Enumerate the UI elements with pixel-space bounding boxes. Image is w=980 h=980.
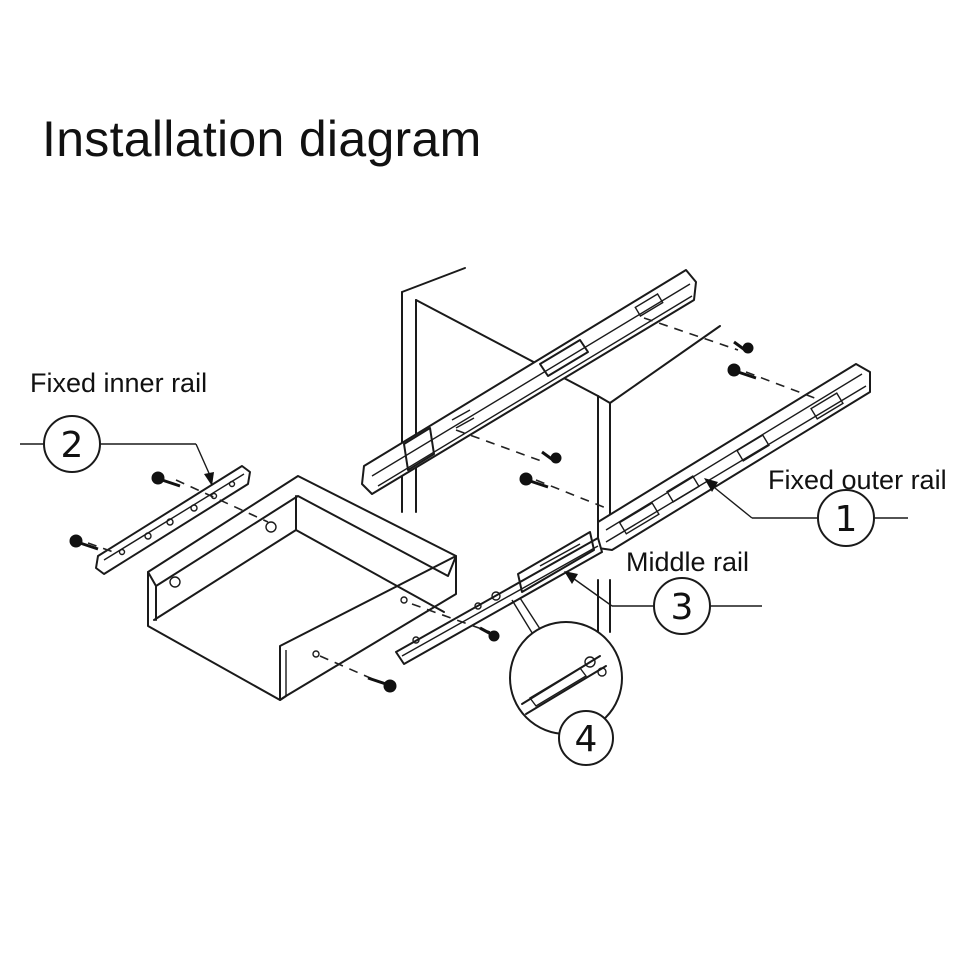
label-fixed-outer-rail: Fixed outer rail — [768, 465, 947, 495]
callout-4-number: 4 — [575, 719, 598, 760]
screws — [69, 340, 757, 693]
callout-3-number: 3 — [671, 587, 694, 628]
callout-4: 4 — [509, 597, 623, 766]
alignment-lines — [87, 317, 821, 685]
cabinet-frame — [401, 267, 721, 633]
fixed-inner-rail — [95, 465, 251, 575]
diagram-title: Installation diagram — [42, 111, 482, 167]
label-fixed-inner-rail: Fixed inner rail — [30, 368, 208, 398]
callout-1: 1 — [704, 478, 908, 547]
middle-rail — [395, 531, 603, 665]
callout-2: 2 — [20, 415, 214, 486]
back-rail-assembly — [361, 269, 697, 495]
callout-2-number: 2 — [61, 425, 84, 466]
label-middle-rail: Middle rail — [626, 547, 750, 577]
callout-1-number: 1 — [835, 499, 858, 540]
drawer-box — [147, 475, 457, 701]
callout-3: 3 — [564, 571, 762, 635]
